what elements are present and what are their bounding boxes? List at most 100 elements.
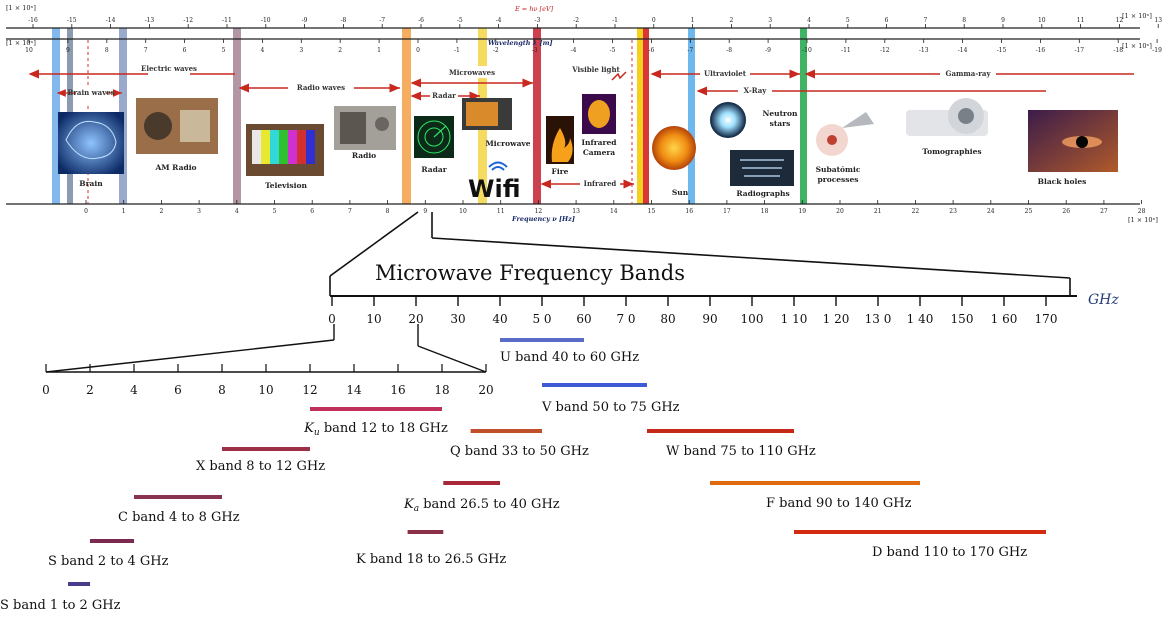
frequency-tick-label: 28 [1138, 208, 1146, 215]
frequency-scale-label: Frequency ν [Hz] [511, 215, 575, 223]
neutron-star-image [710, 102, 746, 138]
strip-orange [402, 28, 411, 204]
radar-caption: Radar [421, 165, 447, 174]
subatomic-picture: Subatómic processes [816, 112, 874, 184]
region-labels: Electric waves Brain waves Radio waves M… [28, 64, 1134, 189]
energy-tick-label: 3 [768, 17, 772, 24]
zoom-connectors [329, 211, 1071, 296]
brain-image [58, 112, 124, 174]
infrared-camera-hotspot [588, 100, 610, 128]
zoom-axis-tick-label: 4 [130, 383, 138, 397]
zoom2-connector-right [417, 345, 487, 373]
frequency-tick-label: 12 [535, 208, 543, 215]
am-radio-picture: AM Radio [136, 98, 218, 172]
zoom-axis-tick-label: 0 [42, 383, 50, 397]
tomographies-caption: Tomographies [922, 147, 981, 156]
zoom-connector-right [431, 237, 1071, 279]
wavelength-tick-label: -15 [997, 47, 1007, 54]
frequency-tick-label: 24 [987, 208, 995, 215]
band-label-d: D band 110 to 170 GHz [872, 545, 1027, 560]
wavelength-tick-label: 10 [25, 47, 33, 54]
wavelength-multiplier-left: [1 × 10ⁿ] [6, 39, 36, 47]
frequency-multiplier: [1 × 10ⁿ] [1128, 216, 1158, 224]
energy-tick-label: 12 [1116, 17, 1124, 24]
black-holes-caption: Black holes [1038, 177, 1087, 186]
radiographs-picture: Radiographs [730, 150, 794, 198]
main-axis-tick-label: 170 [1035, 312, 1058, 326]
strip-blue-1 [52, 28, 60, 204]
brain-caption: Brain [79, 179, 103, 188]
wavelength-tick-label: -18 [1113, 47, 1123, 54]
subatomic-core [827, 135, 837, 145]
wavelength-tick-label: 4 [260, 47, 264, 54]
strip-uv-blue [688, 28, 695, 204]
frequency-tick-label: 7 [348, 208, 352, 215]
energy-tick-label: -16 [28, 17, 38, 24]
brain-outline [65, 120, 117, 160]
main-axis-tick-label: 1 40 [907, 312, 934, 326]
wavelength-tick-label: 7 [144, 47, 148, 54]
wavelength-tick-label: -13 [919, 47, 929, 54]
band-label-s1: S band 1 to 2 GHz [0, 598, 121, 613]
radar-ring-2 [424, 127, 444, 147]
television-test-pattern [252, 130, 315, 164]
wavelength-tick-label: -7 [687, 47, 693, 54]
wavelength-tick-label: -14 [958, 47, 968, 54]
radar-label: Radar [432, 91, 456, 100]
frequency-tick-label: 16 [685, 208, 693, 215]
frequency-tick-label: 17 [723, 208, 731, 215]
radar-sweep [433, 125, 447, 138]
radiographs-caption: Radiographs [736, 189, 789, 198]
microwave-window [466, 102, 498, 126]
radar-label-bg [430, 89, 458, 101]
main-axis-tick-label: 5 0 [532, 312, 551, 326]
main-axis-tick-label: 13 0 [865, 312, 892, 326]
radio-dial [375, 117, 389, 131]
microwave-caption: Microwave [485, 139, 530, 148]
sun-picture: Sun [652, 126, 696, 197]
frequency-tick-label: 2 [159, 208, 163, 215]
am-radio-speaker [144, 112, 172, 140]
neutron-star-picture: Neutron stars [710, 102, 798, 138]
subatomic-caption-2: processes [818, 175, 859, 184]
wavelength-tick-label: 5 [222, 47, 226, 54]
frequency-tick-label: 5 [273, 208, 277, 215]
wavelength-tick-label: 2 [338, 47, 342, 54]
main-axis-tick-label: 1 20 [823, 312, 850, 326]
band-label-v: V band 50 to 75 GHz [541, 400, 680, 415]
energy-tick-label: -10 [261, 17, 271, 24]
wavelength-tick-label: -1 [454, 47, 460, 54]
energy-tick-label: -7 [379, 17, 385, 24]
main-axis-tick-label: 60 [576, 312, 591, 326]
main-axis-tick-label: 0 [328, 312, 336, 326]
energy-tick-label: -14 [106, 17, 116, 24]
gamma-ray-label: Gamma-ray [945, 69, 991, 78]
band-label-ku: Ku band 12 to 18 GHz [303, 421, 448, 438]
main-axis-tick-label: 90 [702, 312, 717, 326]
radio-picture: Radio [334, 106, 396, 160]
visible-light-label: Visible light [571, 65, 620, 74]
gamma-ray-label-bg [940, 67, 996, 79]
fire-caption: Fire [552, 167, 569, 176]
main-axis-tick-label: 10 [366, 312, 381, 326]
wavelength-tick-label: -16 [1036, 47, 1046, 54]
infrared-label: Infrared [584, 179, 617, 188]
wavelength-tick-label: 9 [66, 47, 70, 54]
energy-tick-label: 10 [1038, 17, 1046, 24]
wavelength-tick-label: -4 [571, 47, 577, 54]
brain-picture: Brain [58, 112, 124, 188]
television-caption: Television [265, 181, 307, 190]
fire-picture: Fire [546, 116, 574, 176]
strip-gamma-green [800, 28, 807, 204]
am-radio-panel [180, 110, 210, 142]
wavelength-tick-label: -3 [532, 47, 538, 54]
main-axis-tick-label: 100 [741, 312, 764, 326]
wavelength-multiplier-right: [1 × 10ⁿ] [1122, 42, 1152, 50]
frequency-tick-label: 3 [197, 208, 201, 215]
zoom-axis-tick-label: 16 [390, 383, 405, 397]
energy-tick-label: -9 [302, 17, 308, 24]
